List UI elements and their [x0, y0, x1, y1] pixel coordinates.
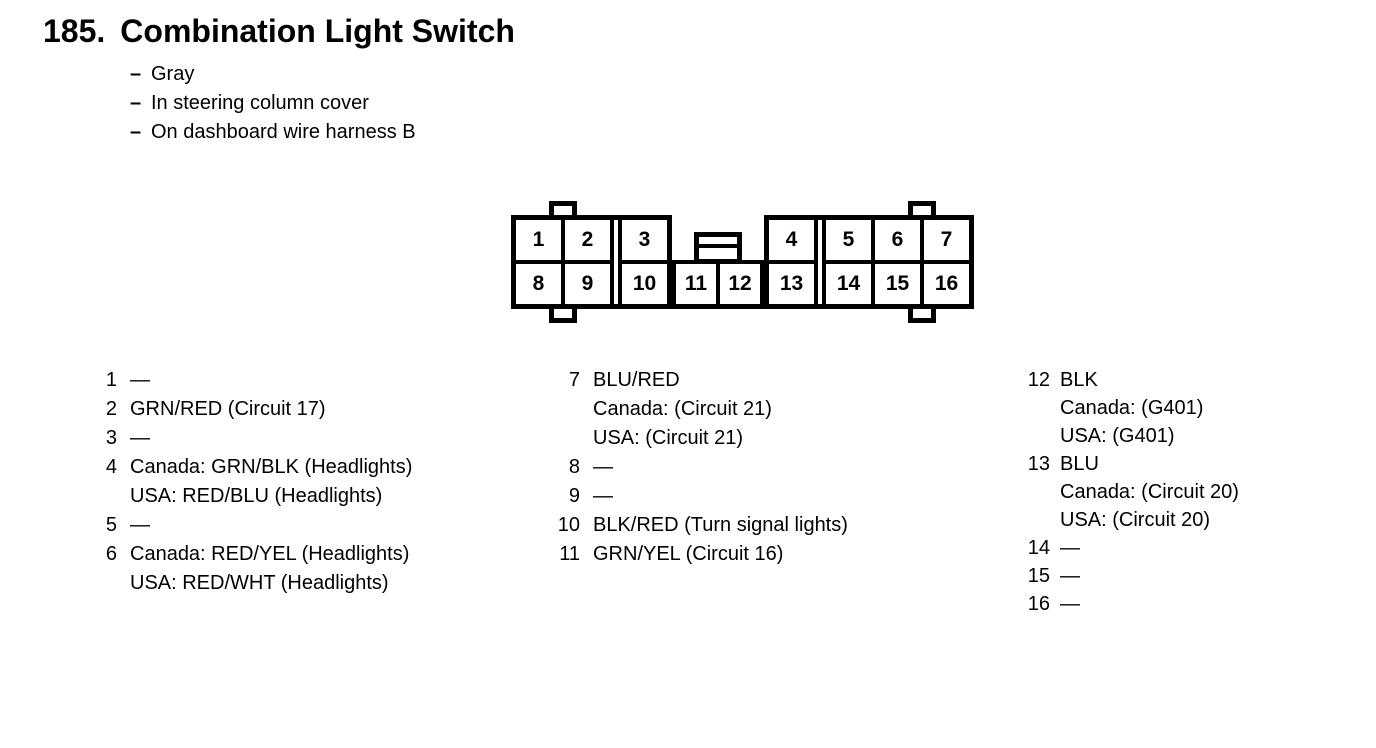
notes-list: – Gray – In steering column cover – On d…	[130, 60, 416, 147]
pin-description: —	[130, 369, 150, 391]
pin-number: 9	[568, 485, 580, 507]
pin-cell-8: 8	[516, 264, 561, 304]
pin-cell-1: 1	[516, 220, 561, 260]
pin-description: —	[593, 485, 613, 507]
pin-number: 11	[559, 543, 580, 565]
pin-cell-12: 12	[720, 264, 760, 304]
connector-latch	[694, 232, 742, 264]
pin-number: 6	[105, 543, 117, 565]
pin-list-column-1: 1 — 2 GRN/RED (Circuit 17) 3 — 4 Canada:…	[101, 366, 412, 598]
page-title: 185. Combination Light Switch	[43, 13, 515, 49]
pin-description: GRN/RED (Circuit 17)	[130, 398, 326, 420]
note-bullet: –	[130, 92, 142, 114]
note-item: – On dashboard wire harness B	[130, 118, 416, 147]
pin-entry: 5 —	[101, 511, 412, 540]
note-item: – In steering column cover	[130, 89, 416, 118]
pin-description: GRN/YEL (Circuit 16)	[593, 543, 784, 565]
pin-description: Canada: RED/YEL (Headlights)	[130, 543, 410, 565]
pin-description: —	[130, 427, 150, 449]
pin-cell-6: 6	[875, 220, 920, 260]
pin-description: Canada: (G401)	[1060, 397, 1204, 419]
page-title-text: Combination Light Switch	[120, 13, 515, 49]
pin-number: 8	[568, 456, 580, 478]
note-text: Gray	[151, 63, 195, 85]
pin-entry: 11 GRN/YEL (Circuit 16)	[556, 540, 848, 569]
page-title-number: 185.	[43, 13, 106, 49]
pin-description: —	[1060, 537, 1080, 559]
pin-description: Canada: GRN/BLK (Headlights)	[130, 456, 413, 478]
pin-number: 5	[105, 514, 117, 536]
pin-description: USA: RED/WHT (Headlights)	[130, 572, 389, 594]
pin-cell-16: 16	[924, 264, 969, 304]
pin-cell-3: 3	[622, 220, 667, 260]
pin-description: —	[593, 456, 613, 478]
pin-number: 16	[1027, 593, 1050, 615]
pin-number: 7	[568, 369, 580, 391]
pin-entry: 3 —	[101, 424, 412, 453]
pin-description: Canada: (Circuit 21)	[593, 398, 772, 420]
pin-description: BLU	[1060, 453, 1099, 475]
pin-description: USA: (Circuit 21)	[593, 427, 744, 449]
pin-number: 12	[1027, 369, 1050, 391]
pin-description: Canada: (Circuit 20)	[1060, 481, 1239, 503]
pin-cell-7: 7	[924, 220, 969, 260]
note-bullet: –	[130, 121, 142, 143]
pin-cell-4: 4	[769, 220, 814, 260]
pin-number: 13	[1027, 453, 1050, 475]
pin-description: USA: RED/BLU (Headlights)	[130, 485, 383, 507]
note-text: On dashboard wire harness B	[151, 121, 416, 143]
pin-cell-14: 14	[826, 264, 871, 304]
pin-description: —	[1060, 565, 1080, 587]
pin-cell-15: 15	[875, 264, 920, 304]
pin-entry: 2 GRN/RED (Circuit 17)	[101, 395, 412, 424]
pin-number: 4	[105, 456, 117, 478]
pin-entry: 16 —	[1024, 590, 1239, 618]
pin-cell-5: 5	[826, 220, 871, 260]
connector-body: 1 2 3 8 9 10 11 12 4 5 6 7 13 14 15	[511, 215, 974, 309]
pin-description: —	[130, 514, 150, 536]
pin-entry: 9 —	[556, 482, 848, 511]
pin-number: 2	[105, 398, 117, 420]
pin-list-column-2: 7 BLU/RED Canada: (Circuit 21) USA: (Cir…	[556, 366, 848, 569]
pin-list-column-3: 12 BLK Canada: (G401) USA: (G401) 13 BLU…	[1024, 366, 1239, 618]
note-bullet: –	[130, 63, 142, 85]
pin-entry: 15 —	[1024, 562, 1239, 590]
pin-number: 1	[105, 369, 117, 391]
note-text: In steering column cover	[151, 92, 369, 114]
pin-entry: 8 —	[556, 453, 848, 482]
pin-cell-2: 2	[565, 220, 610, 260]
pin-cell-9: 9	[565, 264, 610, 304]
pin-number: 3	[105, 427, 117, 449]
note-item: – Gray	[130, 60, 416, 89]
pin-entry: 4 Canada: GRN/BLK (Headlights) USA: RED/…	[101, 453, 412, 511]
connector-divider	[614, 220, 618, 304]
pin-description: BLK/RED (Turn signal lights)	[593, 514, 848, 536]
pin-description: —	[1060, 593, 1080, 615]
connector-divider	[818, 220, 822, 304]
pin-entry: 14 —	[1024, 534, 1239, 562]
connector-left-block: 1 2 3 8 9 10	[511, 215, 672, 309]
pin-description: USA: (G401)	[1060, 425, 1175, 447]
pin-number: 15	[1027, 565, 1050, 587]
pin-cell-11: 11	[676, 264, 716, 304]
pin-entry: 13 BLU Canada: (Circuit 20) USA: (Circui…	[1024, 450, 1239, 534]
pin-entry: 10 BLK/RED (Turn signal lights)	[556, 511, 848, 540]
pin-cell-13: 13	[769, 264, 814, 304]
pin-entry: 1 —	[101, 366, 412, 395]
pin-description: USA: (Circuit 20)	[1060, 509, 1211, 531]
connector-right-block: 4 5 6 7 13 14 15 16	[764, 215, 974, 309]
pin-number: 10	[557, 514, 580, 536]
connector-middle-block: 11 12	[672, 260, 764, 309]
connector-latch-slot	[699, 244, 737, 248]
pin-description: BLK	[1060, 369, 1098, 391]
pin-entry: 7 BLU/RED Canada: (Circuit 21) USA: (Cir…	[556, 366, 848, 453]
pin-entry: 6 Canada: RED/YEL (Headlights) USA: RED/…	[101, 540, 412, 598]
pin-cell-10: 10	[622, 264, 667, 304]
connector-diagram: 1 2 3 8 9 10 11 12 4 5 6 7 13 14 15	[511, 201, 974, 324]
pin-description: BLU/RED	[593, 369, 680, 391]
pin-entry: 12 BLK Canada: (G401) USA: (G401)	[1024, 366, 1239, 450]
pin-number: 14	[1027, 537, 1050, 559]
